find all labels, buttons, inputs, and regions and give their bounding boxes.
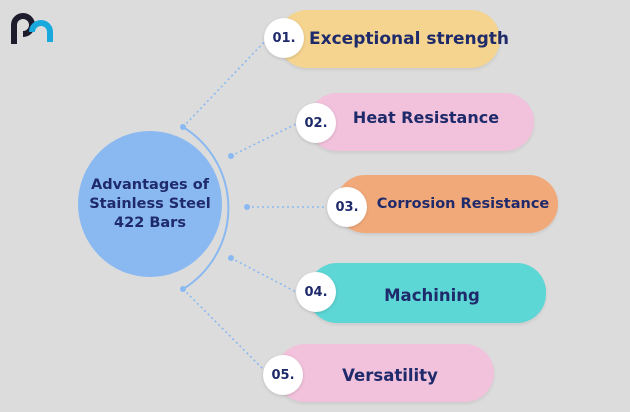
item-pill-4: Machining xyxy=(308,263,546,323)
connector-arc xyxy=(182,126,230,290)
connector-line-1 xyxy=(182,37,269,128)
connector-dot-3 xyxy=(244,204,250,210)
item-label-5: Versatility xyxy=(342,365,438,385)
item-number-badge-3: 03. xyxy=(327,187,367,227)
item-label-4: Machining xyxy=(384,285,480,305)
item-number-badge-5: 05. xyxy=(263,355,303,395)
item-pill-2: Heat Resistance xyxy=(308,93,534,151)
item-pill-3: Corrosion Resistance xyxy=(336,175,558,233)
connector-line-2 xyxy=(230,122,299,157)
brand-logo-icon xyxy=(11,13,53,44)
item-number-badge-1: 01. xyxy=(264,18,304,58)
connector-dot-4 xyxy=(228,255,234,261)
item-number-badge-2: 02. xyxy=(296,103,336,143)
item-number-3: 03. xyxy=(335,199,359,215)
connector-dot-2 xyxy=(228,153,234,159)
center-topic-title: Advantages of Stainless Steel 422 Bars xyxy=(89,176,211,231)
item-number-2: 02. xyxy=(304,115,328,131)
connector-line-5 xyxy=(182,288,267,373)
item-pill-1: Exceptional strength xyxy=(278,10,509,68)
item-number-4: 04. xyxy=(304,284,328,300)
item-pill-5: Versatility xyxy=(276,344,494,402)
item-label-2: Heat Resistance xyxy=(352,107,500,127)
connector-dot-1 xyxy=(180,124,186,130)
item-number-1: 01. xyxy=(272,30,296,46)
item-number-5: 05. xyxy=(271,367,295,383)
item-label-1: Exceptional strength xyxy=(309,29,509,49)
connector-line-4 xyxy=(230,257,299,294)
center-topic-circle: Advantages of Stainless Steel 422 Bars xyxy=(78,131,222,277)
item-number-badge-4: 04. xyxy=(296,272,336,312)
item-label-3: Corrosion Resistance xyxy=(376,196,550,212)
connector-dot-5 xyxy=(180,286,186,292)
